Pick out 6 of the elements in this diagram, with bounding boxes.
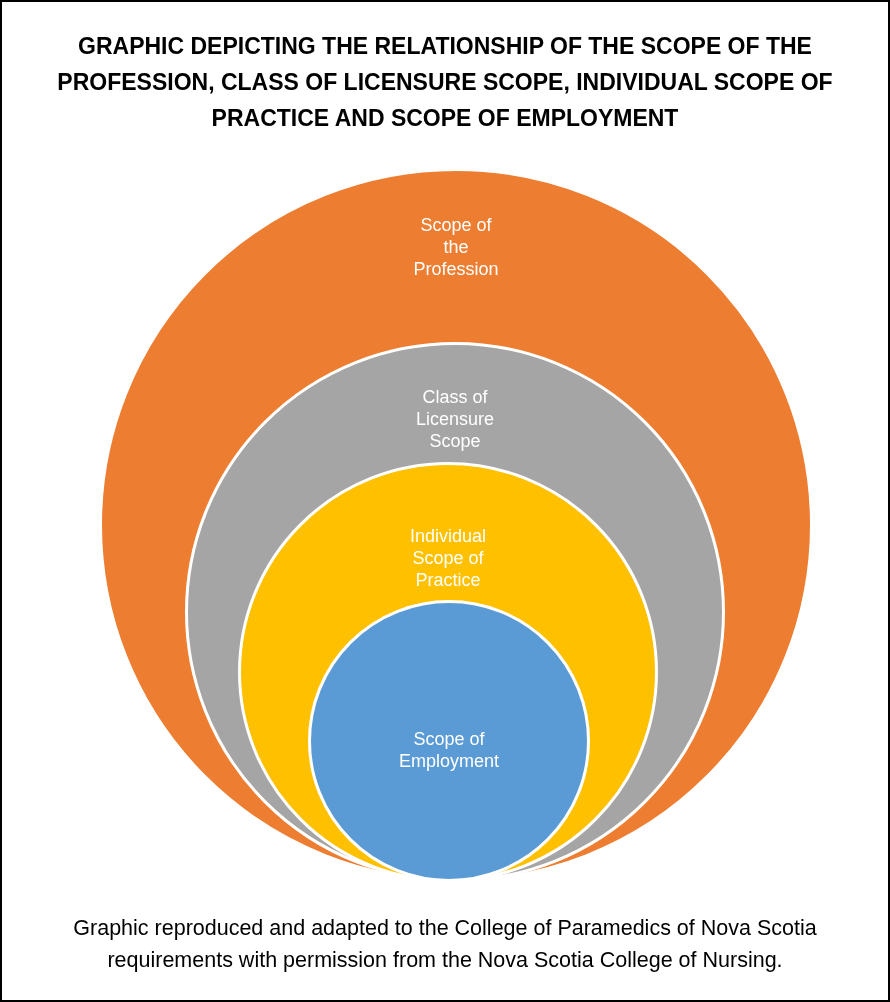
circle-label: Scope of the Profession	[412, 214, 500, 280]
circle-label: Class of Licensure Scope	[414, 386, 495, 452]
circle-label: Individual Scope of Practice	[408, 525, 488, 591]
title: GRAPHIC DEPICTING THE RELATIONSHIP OF THE SCOPE OF THE PROFESSION, CLASS OF LICENSURE SCOPE, INDIVIDUAL SCOPE OF PRACTICE AND SCOPE OF EMPLOYMENT	[56, 32, 834, 133]
circle-label: Scope of Employment	[397, 728, 500, 772]
caption: Graphic reproduced and adapted to the College of Paramedics of Nova Scotia requirements with permission from the Nova Scotia College of Nursing.	[72, 915, 818, 974]
